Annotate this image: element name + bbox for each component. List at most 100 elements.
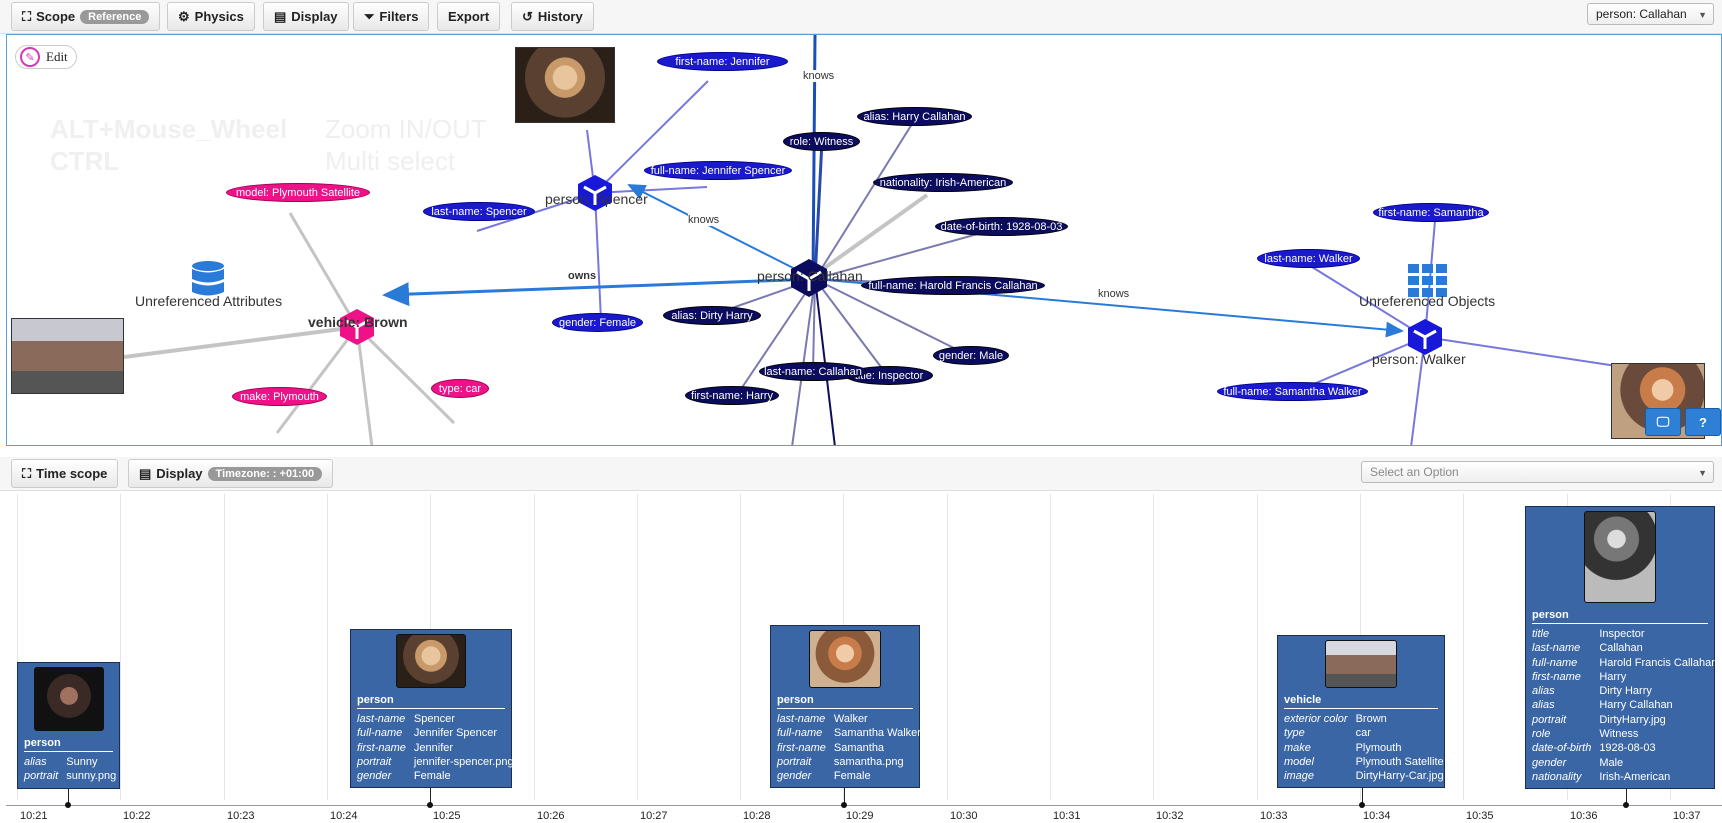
help-button[interactable]: ? — [1685, 408, 1721, 436]
timeline-gridline — [1257, 494, 1258, 800]
attribute-node[interactable]: first-name: Samantha — [1373, 203, 1489, 222]
scope-icon: ⛶ — [22, 8, 32, 24]
time-select[interactable]: Select an Option ▼ — [1361, 461, 1714, 483]
graph-canvas[interactable]: ✎ Edit ALT+Mouse_Wheel CTRL Zoom IN/OUT … — [6, 34, 1722, 446]
history-button[interactable]: ↺ History — [511, 2, 594, 31]
pencil-icon: ✎ — [20, 47, 40, 67]
edge-label-knows: knows — [688, 214, 720, 226]
node-select[interactable]: person: Callahan ▼ — [1587, 3, 1714, 25]
timeline-tick-label: 10:33 — [1260, 810, 1288, 822]
database-icon[interactable] — [190, 260, 226, 300]
attribute-node[interactable]: first-name: Jennifer — [657, 52, 788, 71]
node-label-unreferenced-objects: Unreferenced Objects — [1359, 293, 1496, 309]
card-stem — [1626, 787, 1627, 805]
list-icon: ▤ — [274, 8, 287, 24]
card-title: person — [24, 737, 113, 752]
timeline-tick-label: 10:29 — [846, 810, 874, 822]
attribute-node[interactable]: full-name: Harold Francis Callahan — [861, 276, 1045, 295]
attribute-node[interactable]: title: Inspector — [845, 366, 933, 385]
timeline-gridline — [1153, 494, 1154, 800]
attribute-node[interactable]: date-of-birth: 1928-08-03 — [935, 217, 1068, 236]
timeline-gridline — [1050, 494, 1051, 800]
person-node-icon[interactable] — [789, 257, 829, 299]
attribute-node[interactable]: model: Plymouth Satellite — [226, 183, 370, 202]
attribute-node[interactable]: type: car — [431, 379, 489, 398]
attribute-node[interactable]: alias: Dirty Harry — [663, 306, 761, 325]
timeline-tick-label: 10:36 — [1570, 810, 1598, 822]
attribute-node[interactable]: make: Plymouth — [232, 387, 327, 406]
attribute-node[interactable]: full-name: Jennifer Spencer — [644, 161, 792, 180]
card-portrait — [809, 630, 881, 688]
timeline-gridline — [637, 494, 638, 800]
attribute-node[interactable]: first-name: Harry — [685, 386, 779, 405]
person-node-icon[interactable] — [1406, 317, 1444, 357]
timeline-gridline — [120, 494, 121, 800]
attribute-node[interactable]: last-name: Callahan — [759, 362, 867, 381]
event-dot[interactable] — [65, 802, 71, 808]
event-dot[interactable] — [1359, 802, 1365, 808]
attribute-node[interactable]: nationality: Irish-American — [873, 173, 1013, 192]
node-label-spencer: person: Spencer — [545, 191, 648, 207]
time-scope-button[interactable]: ⛶ Time scope — [11, 459, 119, 488]
event-dot[interactable] — [427, 802, 433, 808]
timeline-tick-label: 10:31 — [1053, 810, 1081, 822]
graph-toolbar: ⛶ Scope Reference ⚙ Physics ▤ Display ⏷ … — [0, 0, 1722, 34]
card-title: person — [777, 694, 913, 709]
attribute-node[interactable]: full-name: Samantha Walker — [1217, 382, 1368, 401]
timeline-tick-label: 10:23 — [227, 810, 255, 822]
person-node-icon[interactable] — [576, 173, 614, 213]
timeline-tick-label: 10:21 — [20, 810, 48, 822]
attribute-node[interactable]: gender: Male — [933, 346, 1009, 365]
timeline-gridline — [224, 494, 225, 800]
history-icon: ↺ — [522, 8, 533, 24]
card-vehicle-image — [1325, 640, 1397, 688]
card-stem — [1362, 787, 1363, 805]
event-dot[interactable] — [1623, 802, 1629, 808]
edit-button[interactable]: ✎ Edit — [15, 45, 77, 69]
node-label-unreferenced-attributes: Unreferenced Attributes — [135, 293, 283, 309]
scope-icon: ⛶ — [22, 465, 32, 481]
attribute-node[interactable]: last-name: Spencer — [423, 202, 535, 221]
vehicle-image[interactable] — [11, 318, 124, 394]
vehicle-node-icon[interactable] — [338, 307, 376, 347]
export-button[interactable]: Export — [437, 2, 501, 31]
physics-button[interactable]: ⚙ Physics — [167, 2, 255, 31]
card-title: person — [357, 694, 505, 709]
timeline-tick-label: 10:28 — [743, 810, 771, 822]
scope-button[interactable]: ⛶ Scope Reference — [11, 2, 161, 31]
card-portrait — [1584, 511, 1656, 603]
time-display-button[interactable]: ▤ Display Timezone: : +01:00 — [128, 459, 334, 488]
attribute-node[interactable]: alias: Harry Callahan — [857, 107, 972, 126]
card-title: person — [1532, 609, 1708, 624]
timeline-tick-label: 10:22 — [123, 810, 151, 822]
portrait-spencer-image[interactable] — [515, 47, 615, 123]
attribute-node[interactable]: gender: Female — [552, 313, 643, 332]
hint-actions: Zoom IN/OUT Multi select — [325, 114, 487, 176]
edge-label-owns: owns — [568, 270, 597, 282]
grid-icon[interactable] — [1407, 263, 1449, 297]
card-portrait — [33, 667, 104, 731]
timeline-gridline — [1463, 494, 1464, 800]
attribute-node[interactable]: role: Witness — [783, 132, 860, 151]
fullscreen-button[interactable]: 🖵 — [1645, 408, 1681, 436]
filters-button[interactable]: ⏷ Filters — [353, 2, 430, 31]
timeline-tick-label: 10:30 — [950, 810, 978, 822]
attribute-node[interactable]: last-name: Walker — [1257, 249, 1360, 268]
display-button[interactable]: ▤ Display — [263, 2, 349, 31]
card-stem — [68, 787, 69, 805]
list-icon: ▤ — [139, 465, 152, 481]
timeline-gridline — [327, 494, 328, 800]
event-dot[interactable] — [841, 802, 847, 808]
card-stem — [430, 787, 431, 805]
timeline-gridline — [947, 494, 948, 800]
edge-label-knows: knows — [1098, 288, 1130, 300]
timeline-tick-label: 10:37 — [1673, 810, 1701, 822]
